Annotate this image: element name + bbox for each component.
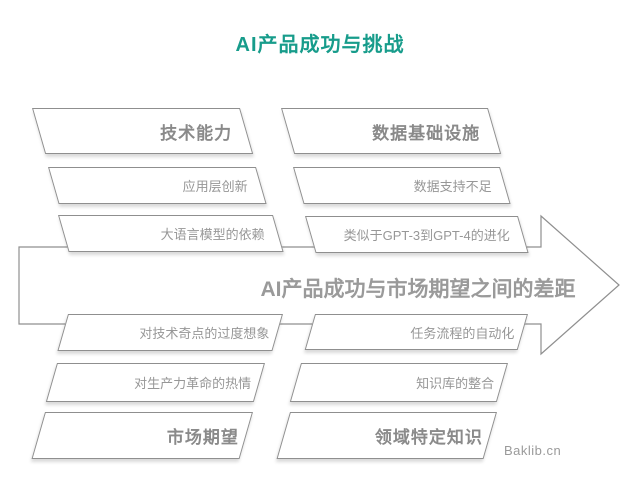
shape-domain-knowledge: 领域特定知识 (276, 412, 497, 459)
shape-market-expectation-label: 市场期望 (166, 428, 239, 447)
watermark-baklib: Baklib.cn (504, 443, 562, 458)
shape-llm-dependence: 大语言模型的依赖 (58, 215, 284, 252)
shape-llm-dependence-label: 大语言模型的依赖 (160, 227, 265, 242)
shape-market-expectation: 市场期望 (31, 412, 254, 459)
shape-task-automation: 任务流程的自动化 (304, 314, 528, 350)
shape-data-infrastructure-label: 数据基础设施 (372, 123, 481, 143)
shape-app-layer-innovation: 应用层创新 (48, 167, 267, 204)
shape-gpt-evolution: 类似于GPT-3到GPT-4的进化 (305, 216, 529, 253)
shape-insufficient-data-support: 数据支持不足 (293, 167, 511, 204)
shape-task-automation-label: 任务流程的自动化 (410, 325, 515, 341)
shape-singularity-overimagination: 对技术奇点的过度想象 (57, 314, 284, 351)
shape-tech-capability: 技术能力 (32, 108, 254, 154)
shape-gpt-evolution-label: 类似于GPT-3到GPT-4的进化 (343, 228, 510, 243)
shape-domain-knowledge-label: 领域特定知识 (374, 428, 483, 447)
shape-knowledge-integration-label: 知识库的整合 (416, 376, 495, 391)
shape-singularity-overimagination-label: 对技术奇点的过度想象 (139, 326, 270, 341)
shape-tech-capability-label: 技术能力 (160, 123, 233, 143)
shape-productivity-enthusiasm: 对生产力革命的热情 (45, 363, 266, 402)
gap-arrow-label: AI产品成功与市场期望之间的差距 (260, 278, 576, 301)
shape-data-infrastructure: 数据基础设施 (281, 108, 502, 154)
shape-knowledge-integration: 知识库的整合 (289, 363, 508, 402)
shape-app-layer-innovation-label: 应用层创新 (182, 179, 248, 194)
page-title: AI产品成功与挑战 (235, 34, 405, 56)
shape-insufficient-data-support-label: 数据支持不足 (413, 179, 492, 194)
shape-productivity-enthusiasm-label: 对生产力革命的热情 (134, 376, 252, 391)
